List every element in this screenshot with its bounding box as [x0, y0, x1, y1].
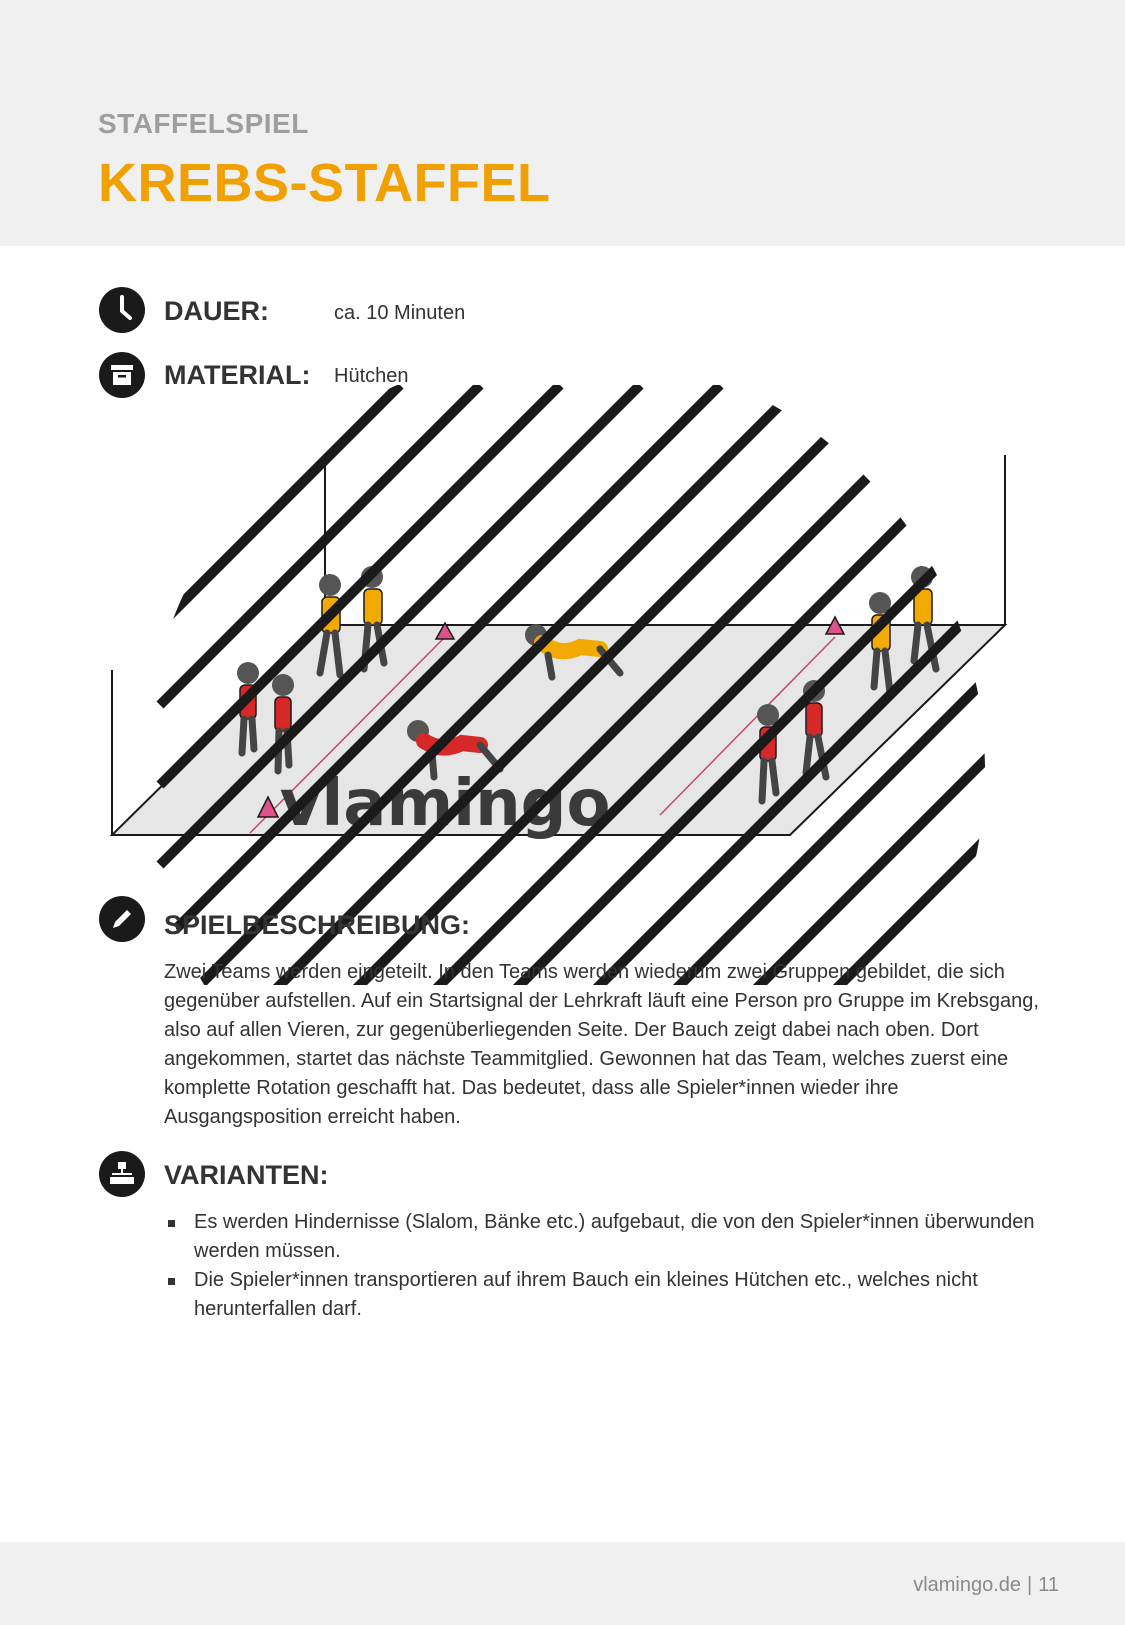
- page-title: KREBS-STAFFEL: [98, 153, 551, 213]
- variant-item: Es werden Hindernisse (Slalom, Bänke etc…: [164, 1208, 1044, 1266]
- watermark-logo: vlamingo: [280, 767, 611, 841]
- cone-3: [256, 795, 280, 818]
- material-value: Hütchen: [334, 365, 409, 387]
- page-number: 11: [1038, 1574, 1059, 1596]
- variants-heading: VARIANTEN:: [164, 1160, 329, 1190]
- description-heading: SPIELBESCHREIBUNG:: [164, 910, 471, 940]
- variants-list: Es werden Hindernisse (Slalom, Bänke etc…: [164, 1208, 1044, 1324]
- footer-band: [0, 1542, 1125, 1625]
- description-text: Zwei Teams werden eingeteilt. In den Tea…: [164, 961, 1039, 1128]
- category-label: STAFFELSPIEL: [98, 108, 309, 139]
- footer-site-link[interactable]: vlamingo.de: [913, 1574, 1022, 1596]
- clock-icon: [99, 287, 145, 333]
- footer: vlamingo.de|11: [913, 1574, 1059, 1597]
- material-label: MATERIAL:: [164, 360, 311, 390]
- cone-2: [824, 615, 846, 635]
- header-band: [0, 0, 1125, 246]
- duration-label: DAUER:: [164, 296, 269, 326]
- crab-walker-red: [407, 720, 504, 781]
- footer-separator: |: [1027, 1574, 1033, 1596]
- archive-box-icon: [99, 352, 145, 398]
- crab-relay-illustration: vlamingo: [109, 385, 1008, 985]
- cone-1: [434, 621, 456, 640]
- duration-value: ca. 10 Minuten: [334, 302, 466, 324]
- variant-item: Die Spieler*innen transportieren auf ihr…: [164, 1266, 1044, 1324]
- pencil-icon: [99, 896, 145, 942]
- hierarchy-icon: [99, 1151, 145, 1197]
